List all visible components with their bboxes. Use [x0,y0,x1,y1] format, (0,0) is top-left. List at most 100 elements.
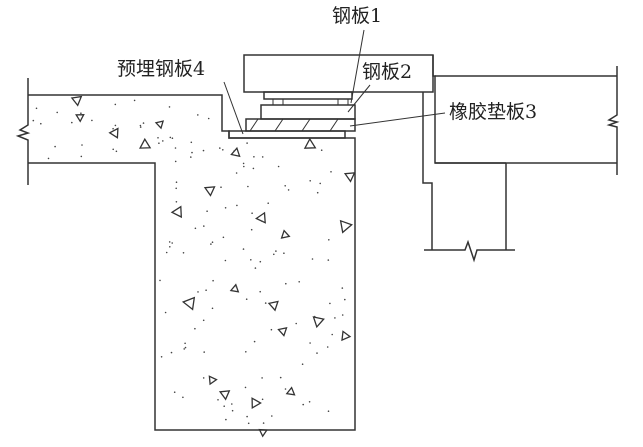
aggregate-dot [264,302,267,304]
aggregate-dot [158,142,160,144]
aggregate-triangle [343,172,356,183]
aggregate-triangle [75,114,85,123]
aggregate-dot [190,141,193,144]
aggregate-dot [80,112,82,114]
aggregate-dot [254,267,257,269]
aggregate-dot [334,317,336,319]
aggregate-triangle [251,397,262,410]
aggregate-dot [329,302,331,305]
aggregate-dot [205,289,207,292]
bottom-break-line [424,239,515,263]
concrete-aggregate [32,95,356,438]
adjacent-beam [435,75,617,250]
aggregate-dot [169,246,171,248]
aggregate-dot [80,155,83,158]
aggregate-dot [203,351,205,353]
aggregate-dot [270,328,273,331]
aggregate-dot [261,377,263,379]
aggregate-dot [262,422,265,424]
spacer-right [337,98,349,106]
aggregate-dot [247,185,249,188]
aggregate-dot [247,422,250,425]
aggregate-dot [194,327,196,330]
aggregate-dot [267,202,270,204]
label-embedded-plate-4: 预埋钢板4 [117,58,205,80]
aggregate-triangle [108,127,119,139]
aggregate-dot [231,409,234,412]
aggregate-dot [251,212,253,214]
aggregate-dot [275,250,277,252]
aggregate-dot [202,377,205,379]
aggregate-dot [168,241,171,243]
spacer-left [272,98,284,106]
aggregate-dot [231,403,233,405]
aggregate-dot [301,363,304,366]
aggregate-dot [32,119,35,122]
steel-plate-1 [263,91,353,100]
aggregate-dot [253,156,255,158]
aggregate-dot [235,286,238,288]
aggregate-triangle [285,386,296,396]
aggregate-dot [284,388,287,390]
aggregate-triangle [230,146,241,158]
aggregate-triangle [277,327,288,337]
aggregate-dot [40,122,42,125]
rubber-pad-3 [245,118,356,132]
aggregate-dot [245,298,248,301]
aggregate-dot [250,259,252,261]
aggregate-dot [327,259,330,261]
aggregate-triangle [254,211,266,224]
aggregate-dot [91,119,93,122]
aggregate-dot [175,201,178,203]
aggregate-triangle [181,296,196,311]
aggregate-dot [222,149,224,151]
aggregate-dot [174,160,177,163]
aggregate-dot [183,348,185,350]
aggregate-dot [197,114,199,116]
aggregate-dot [242,248,245,250]
aggregate-dot [308,401,311,403]
aggregate-dot [162,140,164,142]
aggregate-dot [311,258,314,260]
aggregate-dot [313,315,316,318]
aggregate-dot [326,346,329,348]
aggregate-dot [283,252,285,254]
aggregate-triangle [218,390,231,401]
aggregate-dot [309,180,312,182]
aggregate-dot [139,124,142,127]
aggregate-dot [298,281,301,283]
aggregate-dot [302,403,305,406]
right-break-line [606,66,620,175]
aggregate-dot [236,204,238,207]
aggregate-dot [174,147,177,149]
aggregate-dot [225,418,227,421]
aggregate-dot [170,351,173,354]
aggregate-dot [235,172,238,174]
aggregate-dot [114,124,117,127]
aggregate-dot [246,142,248,144]
aggregate-dot [220,186,222,188]
aggregate-dot [250,228,253,231]
aggregate-triangle [267,300,279,312]
label-steel-plate-1: 钢板1 [332,5,382,27]
aggregate-triangle [341,330,352,342]
aggregate-dot [182,396,184,399]
aggregate-dot [261,398,264,401]
aggregate-dot [171,137,174,139]
aggregate-dot [184,346,187,349]
aggregate-dot [71,121,73,124]
aggregate-dot [261,220,263,222]
aggregate-dot [295,322,298,325]
aggregate-dot [223,405,225,408]
aggregate-dot [217,399,219,401]
aggregate-dot [142,122,145,124]
aggregate-dot [112,127,114,130]
aggregate-dot [211,241,214,243]
aggregate-dot [115,150,118,153]
aggregate-triangle [139,137,152,149]
aggregate-triangle [312,316,325,329]
aggregate-dot [271,415,273,417]
aggregate-dot [159,279,161,282]
leader-lines [223,29,446,135]
aggregate-dot [173,391,176,394]
